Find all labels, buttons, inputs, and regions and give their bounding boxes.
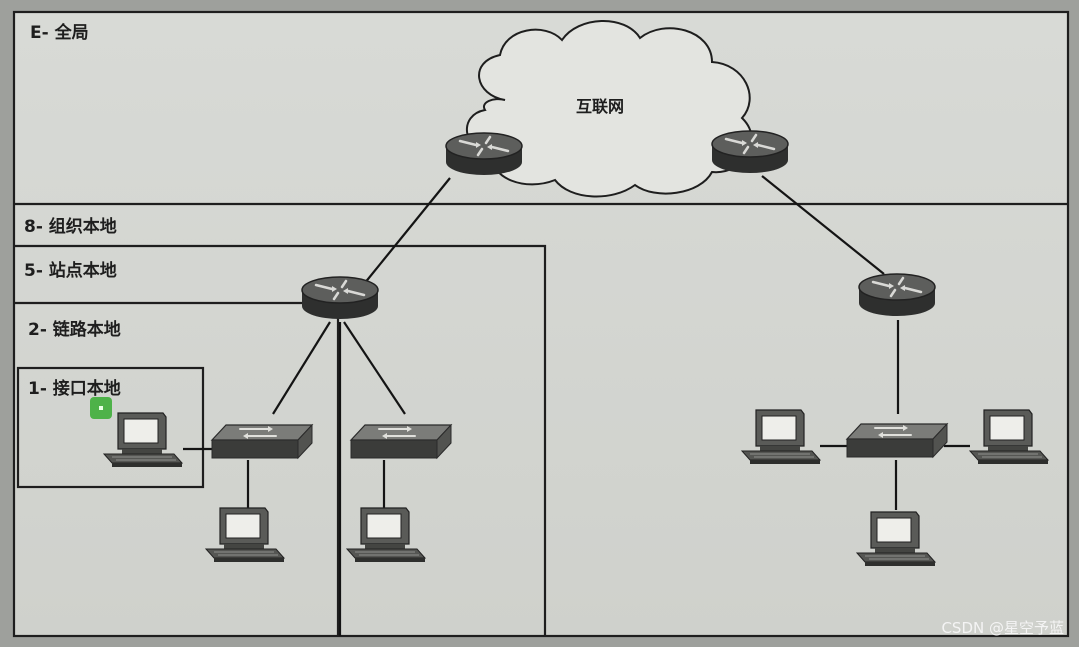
scope-label-link-local: 2- 链路本地 [28, 319, 121, 340]
network-links [183, 175, 970, 636]
link-site-router-to-switch-1 [272, 321, 331, 415]
site-local-boundary [14, 244, 547, 636]
global-scope-boundary [12, 10, 1070, 638]
router-icon [300, 275, 380, 321]
scope-label-org-local: 8- 组织本地 [24, 216, 117, 237]
interface-local-boundary [16, 366, 205, 489]
router-icon [444, 131, 524, 177]
watermark: CSDN @星空予蓝 [941, 619, 1064, 637]
link-internet-router-to-site-router [363, 177, 451, 285]
switch-icon [350, 424, 452, 459]
router-icon [857, 272, 937, 318]
scope-labels: E- 全局 8- 组织本地 5- 站点本地 2- 链路本地 1- 接口本地 [24, 22, 121, 399]
scope-label-interface-local: 1- 接口本地 [28, 378, 121, 399]
scope-label-global: E- 全局 [30, 22, 89, 43]
switch-icon [846, 423, 948, 458]
scope-label-site-local: 5- 站点本地 [24, 260, 117, 281]
link-site-router-to-switch-2 [343, 321, 406, 415]
switch-icon [211, 424, 313, 459]
router-icon [710, 129, 790, 175]
cloud-label: 互联网 [576, 97, 624, 116]
green-marker [90, 397, 112, 419]
link-internet-router-to-right-router [761, 175, 885, 275]
